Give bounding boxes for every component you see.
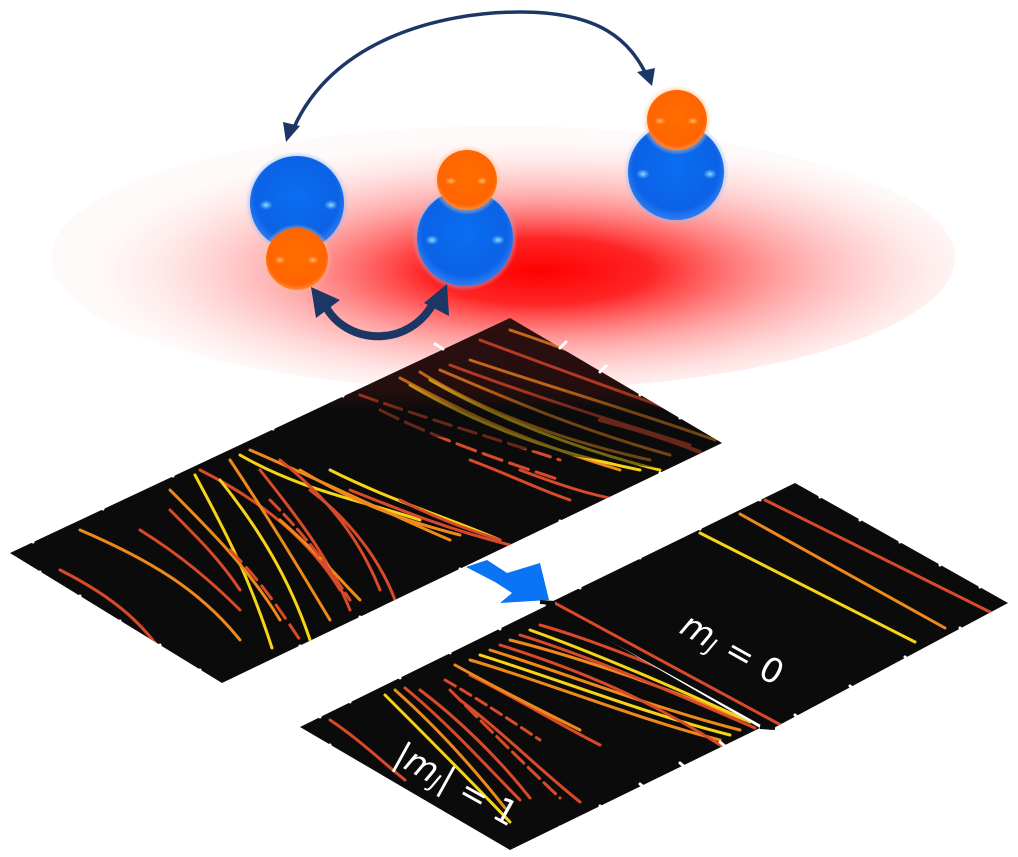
axis-ticks-mj1 xyxy=(313,622,728,851)
panel-join-mark xyxy=(759,725,776,730)
combined-spectrum-panel xyxy=(10,318,722,683)
axis-ticks-main xyxy=(23,340,688,678)
small-atom xyxy=(437,150,497,210)
spectral-lines-mj1 xyxy=(328,623,760,824)
mj1-spectrum-panel: |mJ| = 1 xyxy=(300,605,760,851)
axis-ticks-mj0 xyxy=(573,490,988,722)
split-arrow xyxy=(466,560,549,603)
molecule-left xyxy=(245,151,349,294)
molecule-right xyxy=(623,85,729,225)
panel-join-mark xyxy=(539,600,556,605)
long-exchange-arrow xyxy=(283,10,655,142)
large-atom xyxy=(250,156,344,250)
large-atom xyxy=(417,190,513,286)
molecule-middle xyxy=(412,145,518,291)
small-atom xyxy=(647,90,707,150)
large-atom xyxy=(628,124,724,220)
mj0-spectrum-panel: mJ = 0 xyxy=(539,483,1008,730)
short-exchange-arrow xyxy=(311,284,449,341)
small-atom xyxy=(266,228,328,290)
spectral-lines-mj0 xyxy=(545,498,992,730)
